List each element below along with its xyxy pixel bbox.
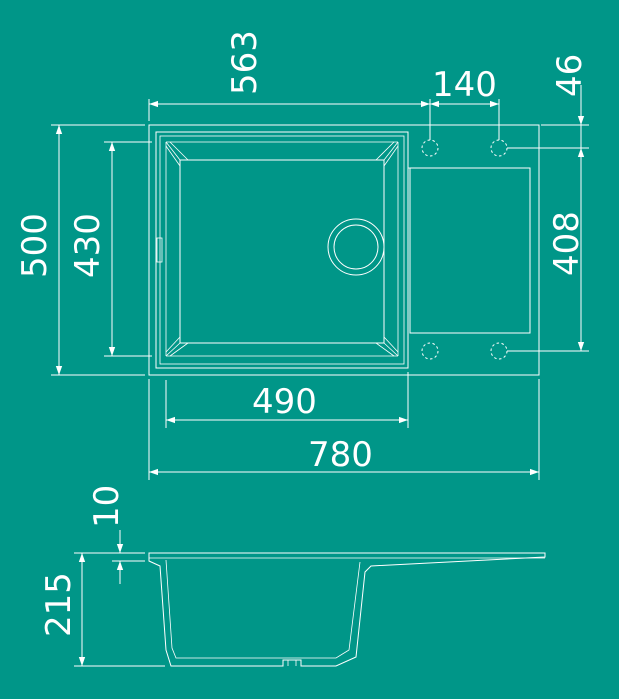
- dimension-408: 408: [507, 148, 589, 352]
- dimension-10-label: 10: [87, 485, 127, 528]
- dimension-430: 430: [68, 141, 152, 357]
- dimension-46-label: 46: [550, 54, 590, 97]
- sink-cross-section: [148, 552, 546, 667]
- sink-outer-outline: [148, 124, 540, 376]
- tap-hole-3: [421, 342, 439, 360]
- overflow-slot: [156, 237, 163, 263]
- dimension-46: 46: [507, 54, 590, 149]
- tap-hole-1: [421, 139, 439, 157]
- drain-inner: [333, 224, 379, 270]
- bowl-bottom: [179, 159, 385, 344]
- bowl-rim-inner: [159, 135, 405, 365]
- dimension-563-label: 563: [225, 30, 265, 95]
- drainer-board: [409, 167, 531, 334]
- dimension-10: 10: [87, 485, 145, 584]
- dimension-430-label: 430: [68, 213, 108, 278]
- dimension-780: 780: [148, 379, 540, 480]
- bowl-rim: [155, 131, 409, 369]
- dimension-563: 563: [148, 30, 431, 140]
- dimension-500-label: 500: [15, 213, 55, 278]
- dimension-215: 215: [39, 552, 165, 667]
- dimension-215-label: 215: [39, 572, 79, 637]
- tap-hole-4: [490, 342, 508, 360]
- dimension-780-label: 780: [308, 435, 373, 475]
- dimension-500: 500: [15, 124, 145, 376]
- dimension-490-label: 490: [252, 382, 317, 422]
- dimension-408-label: 408: [547, 211, 587, 276]
- tap-hole-2: [490, 139, 508, 157]
- bowl-inner-wall: [165, 559, 361, 659]
- bowl-corner-chamfers: [165, 141, 399, 357]
- drain-outer: [327, 218, 385, 276]
- dimension-490: 490: [165, 372, 409, 428]
- side-view: 10 215: [39, 485, 546, 667]
- dimension-140: 140: [430, 65, 500, 140]
- dimension-140-label: 140: [432, 65, 497, 105]
- top-view: 563 140 46 408 500: [15, 30, 590, 480]
